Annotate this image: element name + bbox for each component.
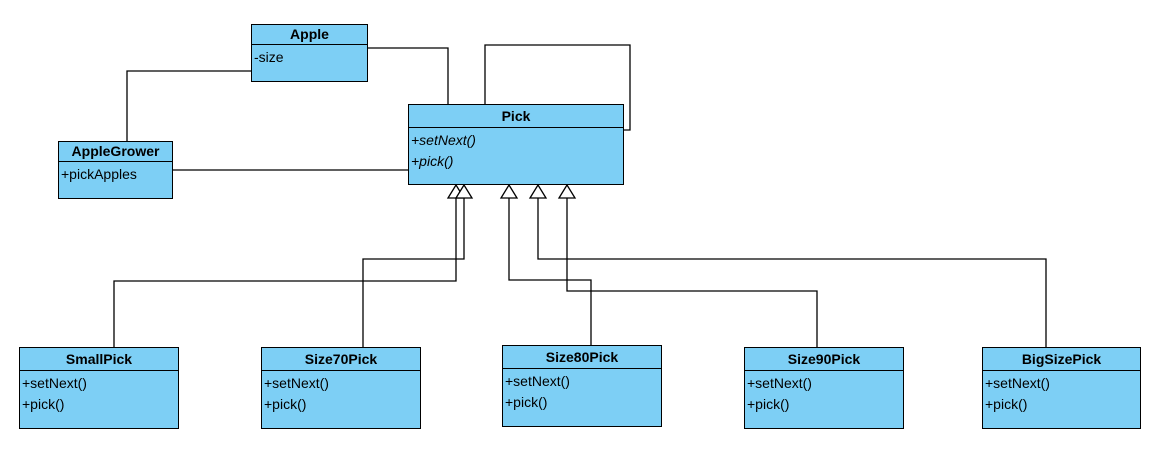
size90-pick-op-pick: +pick(): [747, 396, 790, 412]
gen-arrowhead-s70: [454, 183, 474, 199]
class-pick[interactable]: Pick +setNext() +pick(): [408, 104, 624, 185]
class-size80-pick-name: Size80Pick: [503, 346, 661, 369]
class-small-pick[interactable]: SmallPick +setNext() +pick(): [19, 347, 179, 429]
gen-s90: [566, 198, 818, 347]
apple-attr-size: -size: [254, 49, 284, 65]
gen-s70: [362, 198, 465, 347]
class-big-size-pick[interactable]: BigSizePick +setNext() +pick(): [982, 347, 1141, 429]
class-pick-name: Pick: [409, 105, 623, 128]
class-apple-grower[interactable]: AppleGrower +pickApples: [58, 141, 173, 199]
big-size-pick-op-setnext: +setNext(): [985, 375, 1050, 391]
big-size-pick-op-pick: +pick(): [985, 396, 1028, 412]
size80-pick-op-setnext: +setNext(): [505, 373, 570, 389]
class-size90-pick-name: Size90Pick: [745, 348, 903, 371]
pick-op-pick: +pick(): [411, 153, 454, 169]
gen-arrowhead-big: [528, 183, 548, 199]
size70-pick-op-setnext: +setNext(): [264, 375, 329, 391]
small-pick-op-pick: +pick(): [22, 396, 65, 412]
class-size90-pick[interactable]: Size90Pick +setNext() +pick(): [744, 347, 904, 429]
gen-s80: [508, 198, 592, 345]
class-apple[interactable]: Apple -size: [251, 24, 368, 82]
gen-big: [537, 198, 1047, 347]
gen-small: [113, 198, 457, 347]
class-size80-pick[interactable]: Size80Pick +setNext() +pick(): [502, 345, 662, 427]
assoc-pick-self: [484, 44, 631, 131]
class-size70-pick[interactable]: Size70Pick +setNext() +pick(): [261, 347, 421, 429]
class-apple-name: Apple: [252, 25, 367, 45]
small-pick-op-setnext: +setNext(): [22, 375, 87, 391]
pick-op-setnext: +setNext(): [411, 132, 476, 148]
gen-arrowhead-s90: [557, 183, 577, 199]
apple-grower-op-pickapples: +pickApples: [61, 166, 137, 182]
class-big-size-pick-name: BigSizePick: [983, 348, 1140, 371]
class-size70-pick-name: Size70Pick: [262, 348, 420, 371]
assoc-apple-pick: [368, 47, 449, 104]
size80-pick-op-pick: +pick(): [505, 394, 548, 410]
size90-pick-op-setnext: +setNext(): [747, 375, 812, 391]
class-small-pick-name: SmallPick: [20, 348, 178, 371]
class-apple-grower-name: AppleGrower: [59, 142, 172, 162]
size70-pick-op-pick: +pick(): [264, 396, 307, 412]
assoc-apple-grower: [126, 70, 252, 141]
gen-arrowhead-s80: [499, 183, 519, 199]
